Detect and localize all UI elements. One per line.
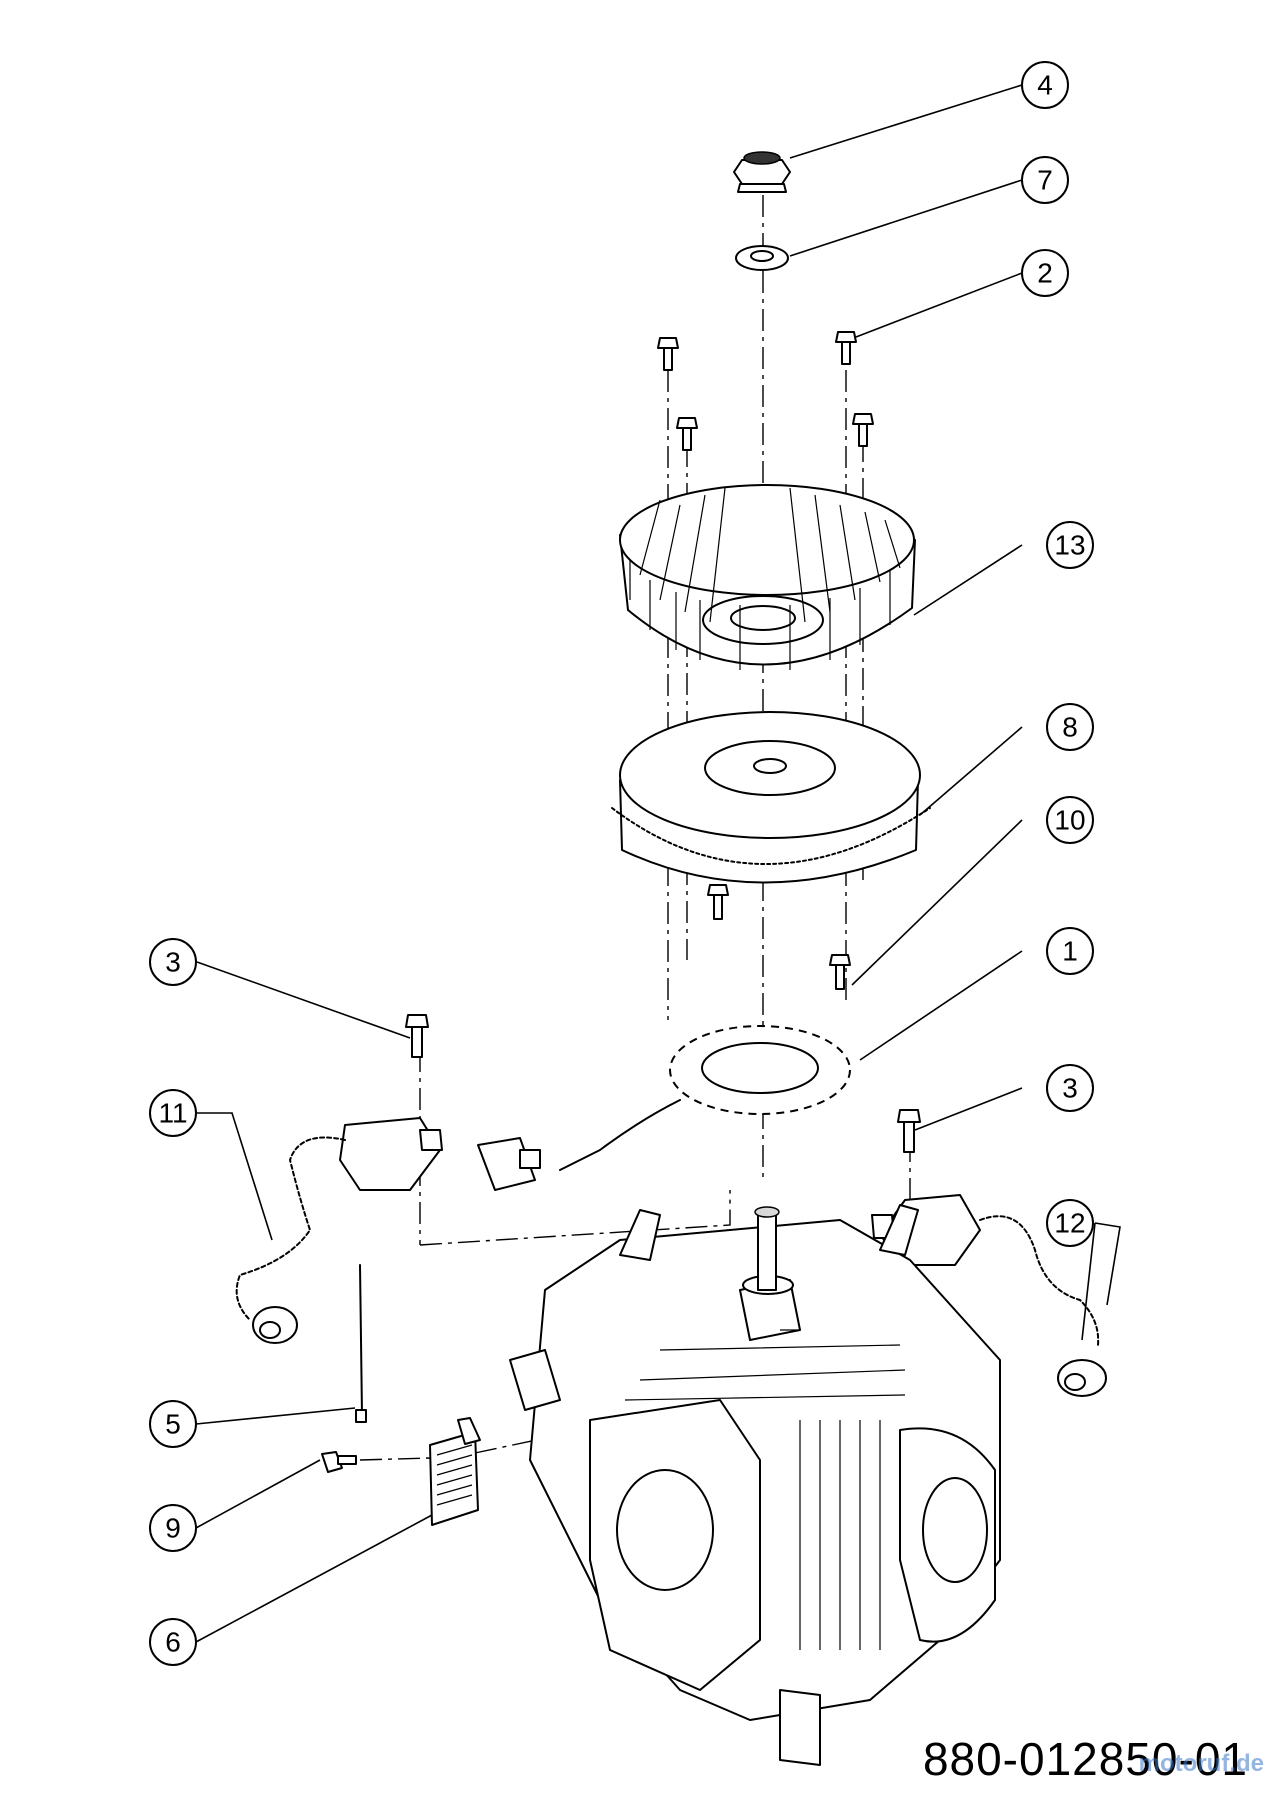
washer xyxy=(735,245,789,271)
flywheel xyxy=(611,711,931,884)
callout-9: 9 xyxy=(149,1504,197,1552)
cooling-fan xyxy=(619,484,916,670)
callout-label: 11 xyxy=(158,1098,187,1129)
callout-2: 2 xyxy=(1021,249,1069,297)
callout-label: 12 xyxy=(1054,1208,1085,1239)
callout-6: 6 xyxy=(149,1618,197,1666)
callout-12: 12 xyxy=(1046,1199,1094,1247)
drawing-number: 880-012850-01 xyxy=(922,1733,1248,1785)
callout-5: 5 xyxy=(149,1400,197,1448)
stator-bolts xyxy=(707,884,851,990)
ignition-coil-left xyxy=(235,1117,443,1344)
ignition-coil-screws xyxy=(405,1014,921,1153)
callout-label: 5 xyxy=(165,1409,181,1440)
callout-label: 6 xyxy=(165,1627,181,1658)
callout-11: 11 xyxy=(149,1089,197,1137)
callout-label: 4 xyxy=(1037,70,1053,101)
bolt xyxy=(852,413,874,447)
leader-lines xyxy=(195,84,1121,1643)
flywheel-fan-bolts xyxy=(657,331,874,451)
callout-label: 9 xyxy=(165,1513,181,1544)
screw xyxy=(405,1014,429,1058)
callout-label: 13 xyxy=(1054,530,1085,561)
callout-label: 8 xyxy=(1062,712,1078,743)
callout-label: 10 xyxy=(1054,805,1085,836)
bolt xyxy=(829,954,851,990)
rectifier-screw xyxy=(321,1451,357,1473)
callout-1: 1 xyxy=(1046,927,1094,975)
callout-13: 13 xyxy=(1046,521,1094,569)
callout-label: 1 xyxy=(1062,936,1078,967)
bolt xyxy=(707,884,729,920)
callout-3-right: 3 xyxy=(1046,1064,1094,1112)
callout-7: 7 xyxy=(1021,156,1069,204)
screw xyxy=(897,1109,921,1153)
stator xyxy=(477,1025,851,1191)
callout-4: 4 xyxy=(1021,61,1069,109)
flange-nut xyxy=(733,151,791,193)
watermark-logo: motoruf.de xyxy=(1138,1750,1264,1777)
callout-label: 3 xyxy=(1062,1073,1078,1104)
voltage-regulator xyxy=(429,1417,481,1526)
callout-label: 3 xyxy=(165,947,181,978)
bolt xyxy=(657,337,679,371)
callout-label: 7 xyxy=(1037,165,1053,196)
callout-8: 8 xyxy=(1046,703,1094,751)
callout-3-upper: 3 xyxy=(149,938,197,986)
engine-block xyxy=(509,1204,1001,1766)
callout-10: 10 xyxy=(1046,796,1094,844)
bolt xyxy=(835,331,857,365)
cable-tie xyxy=(355,1264,367,1423)
bolt xyxy=(676,417,698,451)
callout-label: 2 xyxy=(1037,258,1053,289)
